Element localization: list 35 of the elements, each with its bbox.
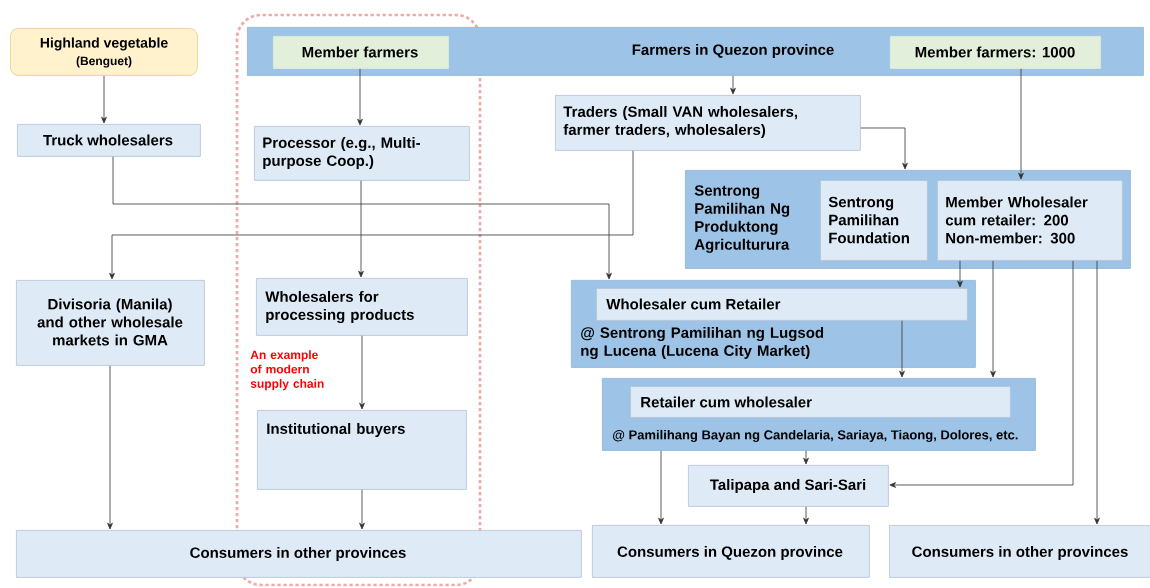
process-box: Member farmers xyxy=(273,36,449,69)
process-box: Wholesaler cum Retailer xyxy=(596,288,968,321)
process-box: Truck wholesalers xyxy=(17,124,201,157)
arrow xyxy=(658,450,664,525)
process-box: Consumers in other provinces xyxy=(16,530,582,578)
arrow xyxy=(359,489,365,530)
process-box: Consumers in Quezon province xyxy=(592,525,870,578)
process-box: Sentrong Pamilihan Foundation xyxy=(820,180,928,261)
arrow xyxy=(990,260,996,378)
process-box: Consumers in other provinces xyxy=(889,525,1150,578)
arrow xyxy=(1094,260,1100,525)
arrow xyxy=(730,75,736,95)
arrow xyxy=(359,335,365,410)
arrow xyxy=(860,127,908,170)
process-box: Retailer cum wholesaler xyxy=(630,386,1011,418)
process-box: Wholesalers for processing products xyxy=(256,278,468,336)
arrow xyxy=(101,75,107,124)
process-box: Traders (Small VAN wholesalers, farmer traders, wholesalers) xyxy=(555,95,861,151)
arrow xyxy=(889,260,1074,488)
arrow xyxy=(357,68,363,126)
note-text: An example of modern supply chain xyxy=(250,350,324,391)
arrow xyxy=(957,260,963,288)
arrow xyxy=(107,365,113,530)
arrow xyxy=(803,506,809,525)
process-box: Member farmers: 1000 xyxy=(890,36,1101,69)
arrow xyxy=(803,450,809,465)
process-box: Divisoria (Manila) and other wholesale markets in GMA xyxy=(16,280,205,366)
process-box: Institutional buyers xyxy=(257,410,467,490)
arrow xyxy=(899,320,905,378)
process-box: Talipapa and Sari-Sari xyxy=(688,465,889,507)
arrow xyxy=(1018,68,1024,180)
source-box: Highland vegetable (Benguet) xyxy=(10,28,198,76)
process-box: Member Wholesaler cum retailer: 200 Non-member: 300 xyxy=(937,180,1123,261)
process-box: Processor (e.g., Multi-purpose Coop.) xyxy=(254,126,470,181)
arrow xyxy=(358,180,364,278)
